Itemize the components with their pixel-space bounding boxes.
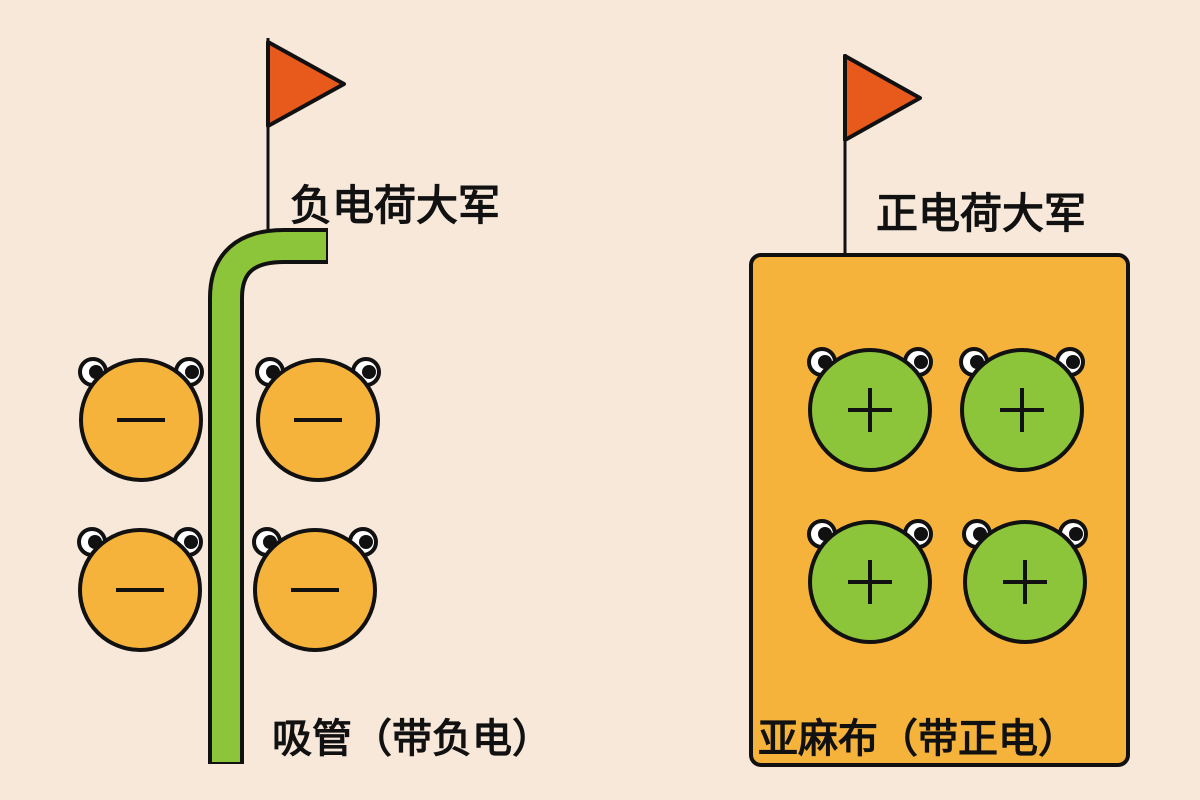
charge-pupil (1069, 527, 1083, 541)
linen-cloth (749, 253, 1130, 767)
charge-pupil (914, 355, 928, 369)
positive-flag-banner (843, 54, 922, 142)
negative-flag-banner (266, 40, 346, 128)
charge-pupil (362, 365, 376, 379)
negative-charge-4 (252, 527, 378, 652)
charge-pupil (184, 535, 198, 549)
positive-charge-4 (962, 519, 1088, 644)
charge-pupil (914, 527, 928, 541)
negative-charges (77, 357, 381, 652)
positive-army-label: 正电荷大军 (876, 189, 1086, 238)
positive-flag (843, 54, 922, 256)
negative-charge-1 (78, 357, 204, 482)
straw-label: 吸管（带负电） (272, 716, 552, 762)
charge-pupil (1066, 355, 1080, 369)
linen-label: 亚麻布（带正电） (758, 716, 1078, 762)
negative-army-label: 负电荷大军 (290, 181, 500, 230)
negative-charge-3 (77, 527, 203, 652)
straw (208, 228, 328, 764)
negative-charge-2 (255, 357, 381, 482)
positive-charge-3 (807, 519, 933, 644)
negative-flag (266, 38, 346, 244)
positive-charge-1 (807, 347, 933, 472)
charge-pupil (359, 535, 373, 549)
positive-charge-2 (959, 347, 1085, 472)
charge-pupil (185, 365, 199, 379)
positive-charges (807, 347, 1088, 644)
